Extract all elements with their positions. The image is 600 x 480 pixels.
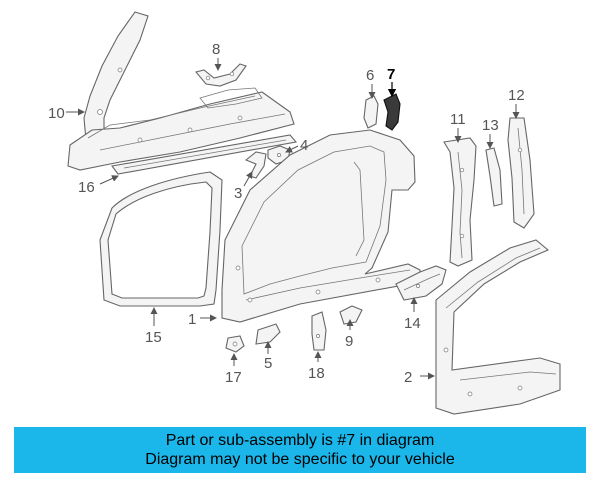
- part-15-weatherstrip[interactable]: [99, 171, 223, 307]
- callout-3[interactable]: 3: [234, 185, 242, 202]
- callout-1[interactable]: 1: [188, 311, 196, 328]
- part-7-reinforcement-highlighted[interactable]: [383, 93, 401, 131]
- leader-3: [243, 171, 253, 187]
- callout-14[interactable]: 14: [404, 315, 421, 332]
- callout-6[interactable]: 6: [366, 67, 374, 84]
- callout-2[interactable]: 2: [404, 369, 412, 386]
- part-8-bracket[interactable]: [195, 63, 247, 87]
- part-1-body-side-panel[interactable]: [221, 129, 421, 323]
- leader-16: [99, 175, 119, 185]
- callout-12[interactable]: 12: [508, 87, 525, 104]
- callouts: 10 8 16 3 4 6 7 11 12 13 14 1 15 5 9 18 …: [48, 41, 525, 386]
- callout-8[interactable]: 8: [212, 41, 220, 58]
- callout-13[interactable]: 13: [482, 117, 499, 134]
- callout-16[interactable]: 16: [78, 179, 95, 196]
- part-5-bracket[interactable]: [255, 323, 281, 345]
- part-10-pillar-rocker[interactable]: [67, 11, 295, 171]
- callout-15[interactable]: 15: [145, 329, 162, 346]
- part-17-clip[interactable]: [225, 335, 245, 353]
- leader-4: [285, 145, 299, 153]
- part-11-b-pillar[interactable]: [443, 137, 477, 267]
- callout-11[interactable]: 11: [450, 111, 466, 128]
- part-2-inner-body-side[interactable]: [435, 239, 561, 415]
- banner-line-2: Diagram may not be specific to your vehi…: [145, 451, 455, 468]
- part-6-reinforcement[interactable]: [363, 95, 379, 129]
- part-9-bracket[interactable]: [339, 305, 363, 325]
- banner-line-1: Part or sub-assembly is #7 in diagram: [165, 432, 435, 449]
- parts-diagram: 10 8 16 3 4 6 7 11 12 13 14 1 15 5 9 18 …: [48, 11, 561, 415]
- part-16-strip[interactable]: [111, 134, 298, 175]
- callout-18[interactable]: 18: [308, 365, 325, 382]
- leader-lines: [66, 58, 520, 380]
- part-12-pillar-reinforcement[interactable]: [507, 117, 535, 229]
- part-3-bracket[interactable]: [244, 151, 267, 179]
- part-13-strip[interactable]: [485, 147, 503, 207]
- callout-9[interactable]: 9: [345, 333, 353, 350]
- callout-5[interactable]: 5: [264, 355, 272, 372]
- callout-4[interactable]: 4: [300, 137, 308, 154]
- callout-10[interactable]: 10: [48, 105, 65, 122]
- info-banner: Part or sub-assembly is #7 in diagram Di…: [14, 427, 586, 473]
- callout-17[interactable]: 17: [225, 369, 242, 386]
- callout-7[interactable]: 7: [387, 66, 395, 83]
- part-18-bracket[interactable]: [311, 311, 327, 351]
- part-14-bracket[interactable]: [395, 265, 447, 301]
